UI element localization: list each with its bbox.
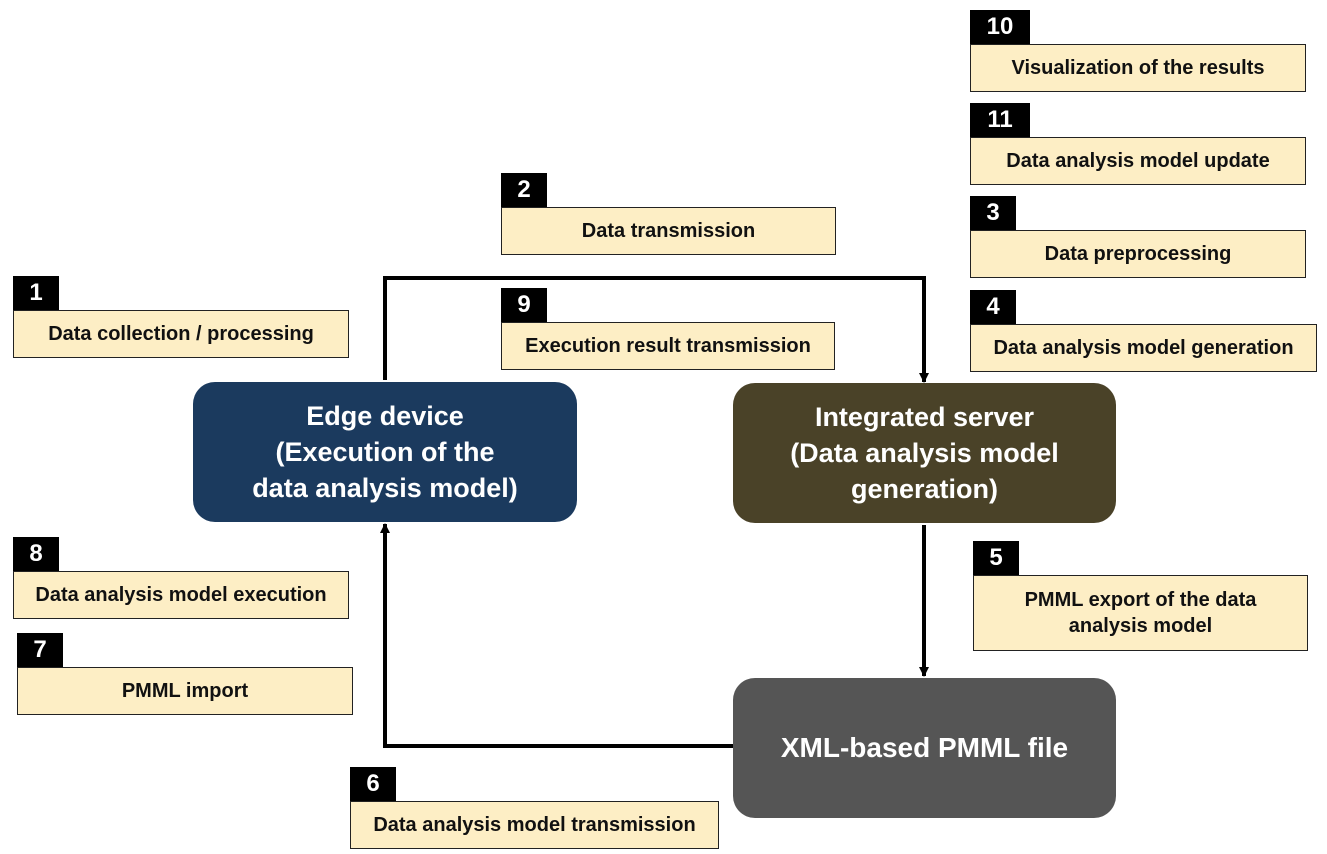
- step-label: Data analysis model transmission: [350, 801, 719, 849]
- step-2: 2 Data transmission: [501, 173, 836, 255]
- step-number: 6: [350, 767, 396, 801]
- step-number: 8: [13, 537, 59, 571]
- step-number: 9: [501, 288, 547, 322]
- step-6: 6 Data analysis model transmission: [350, 767, 719, 849]
- step-label: Visualization of the results: [970, 44, 1306, 92]
- step-label: Execution result transmission: [501, 322, 835, 370]
- step-label: Data analysis model generation: [970, 324, 1317, 372]
- step-1: 1 Data collection / processing: [13, 276, 349, 358]
- step-4: 4 Data analysis model generation: [970, 290, 1317, 372]
- step-label: PMML import: [17, 667, 353, 715]
- step-number: 4: [970, 290, 1016, 324]
- step-label: Data preprocessing: [970, 230, 1306, 278]
- step-label: Data collection / processing: [13, 310, 349, 358]
- step-5: 5 PMML export of the data analysis model: [973, 541, 1308, 651]
- step-number: 5: [973, 541, 1019, 575]
- step-7: 7 PMML import: [17, 633, 353, 715]
- step-9: 9 Execution result transmission: [501, 288, 835, 370]
- step-label: Data transmission: [501, 207, 836, 255]
- integrated-server-node: Integrated server (Data analysis model g…: [733, 383, 1116, 523]
- step-number: 11: [970, 103, 1030, 137]
- step-number: 2: [501, 173, 547, 207]
- step-number: 3: [970, 196, 1016, 230]
- step-number: 7: [17, 633, 63, 667]
- step-10: 10 Visualization of the results: [970, 10, 1306, 92]
- step-label: Data analysis model update: [970, 137, 1306, 185]
- step-number: 10: [970, 10, 1030, 44]
- step-8: 8 Data analysis model execution: [13, 537, 349, 619]
- edge-device-node: Edge device (Execution of the data analy…: [193, 382, 577, 522]
- step-3: 3 Data preprocessing: [970, 196, 1306, 278]
- step-11: 11 Data analysis model update: [970, 103, 1306, 185]
- step-label: PMML export of the data analysis model: [973, 575, 1308, 651]
- pmml-to-edge-arrow: [380, 523, 733, 748]
- step-number: 1: [13, 276, 59, 310]
- step-label: Data analysis model execution: [13, 571, 349, 619]
- pmml-file-node: XML-based PMML file: [733, 678, 1116, 818]
- edge-to-server-arrow: [383, 276, 929, 383]
